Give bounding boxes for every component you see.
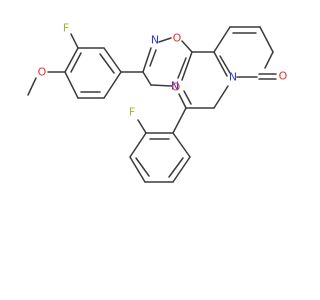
ketone-oxygen-label: O [172,81,181,94]
methoxy-oxygen-label: O [38,66,47,79]
bond [158,37,172,43]
bond [129,156,146,183]
bond [178,93,187,109]
bond [172,156,191,183]
bond [135,157,150,177]
fluorine-atom-label-2: F [129,106,135,119]
bond [183,90,192,105]
bond [142,47,152,73]
fluorophenyl-ring [129,132,191,183]
bond [264,51,274,69]
oxadiazole-nitrogen-bottom: N [171,80,179,93]
bond [181,40,193,53]
bond [219,55,231,74]
bond [137,119,147,134]
oxadiazole-nitrogen-top: N [151,34,159,47]
bond [99,53,115,74]
bond [172,107,187,134]
bond [64,47,79,73]
bond [181,51,193,81]
pyridone-ring [213,26,274,78]
bond [213,85,229,109]
fluoromethoxyphenyl-ring [64,47,122,99]
bond [70,33,79,49]
bond [142,71,152,86]
bond [150,84,173,87]
molecule-svg: F O N O N N O O [27,22,288,183]
bond [70,52,82,73]
bond [103,71,122,99]
bond [129,132,147,158]
pyridone-oxygen-label: O [279,70,288,83]
bond [168,157,184,178]
bond [213,26,231,53]
molecule-structure-diagram: F O N O N N O O [27,22,288,183]
bond [64,71,79,99]
oxadiazole-ring [142,37,193,87]
pyridone-nitrogen-label: N [229,71,237,84]
bond [259,26,274,53]
methyl-bond [27,77,37,96]
bond [177,57,187,79]
bond [103,47,122,73]
fluorine-atom-label: F [63,22,69,35]
oxadiazole-oxygen: O [173,32,182,45]
bond [149,49,157,67]
bond [172,132,191,158]
bond [213,51,228,77]
